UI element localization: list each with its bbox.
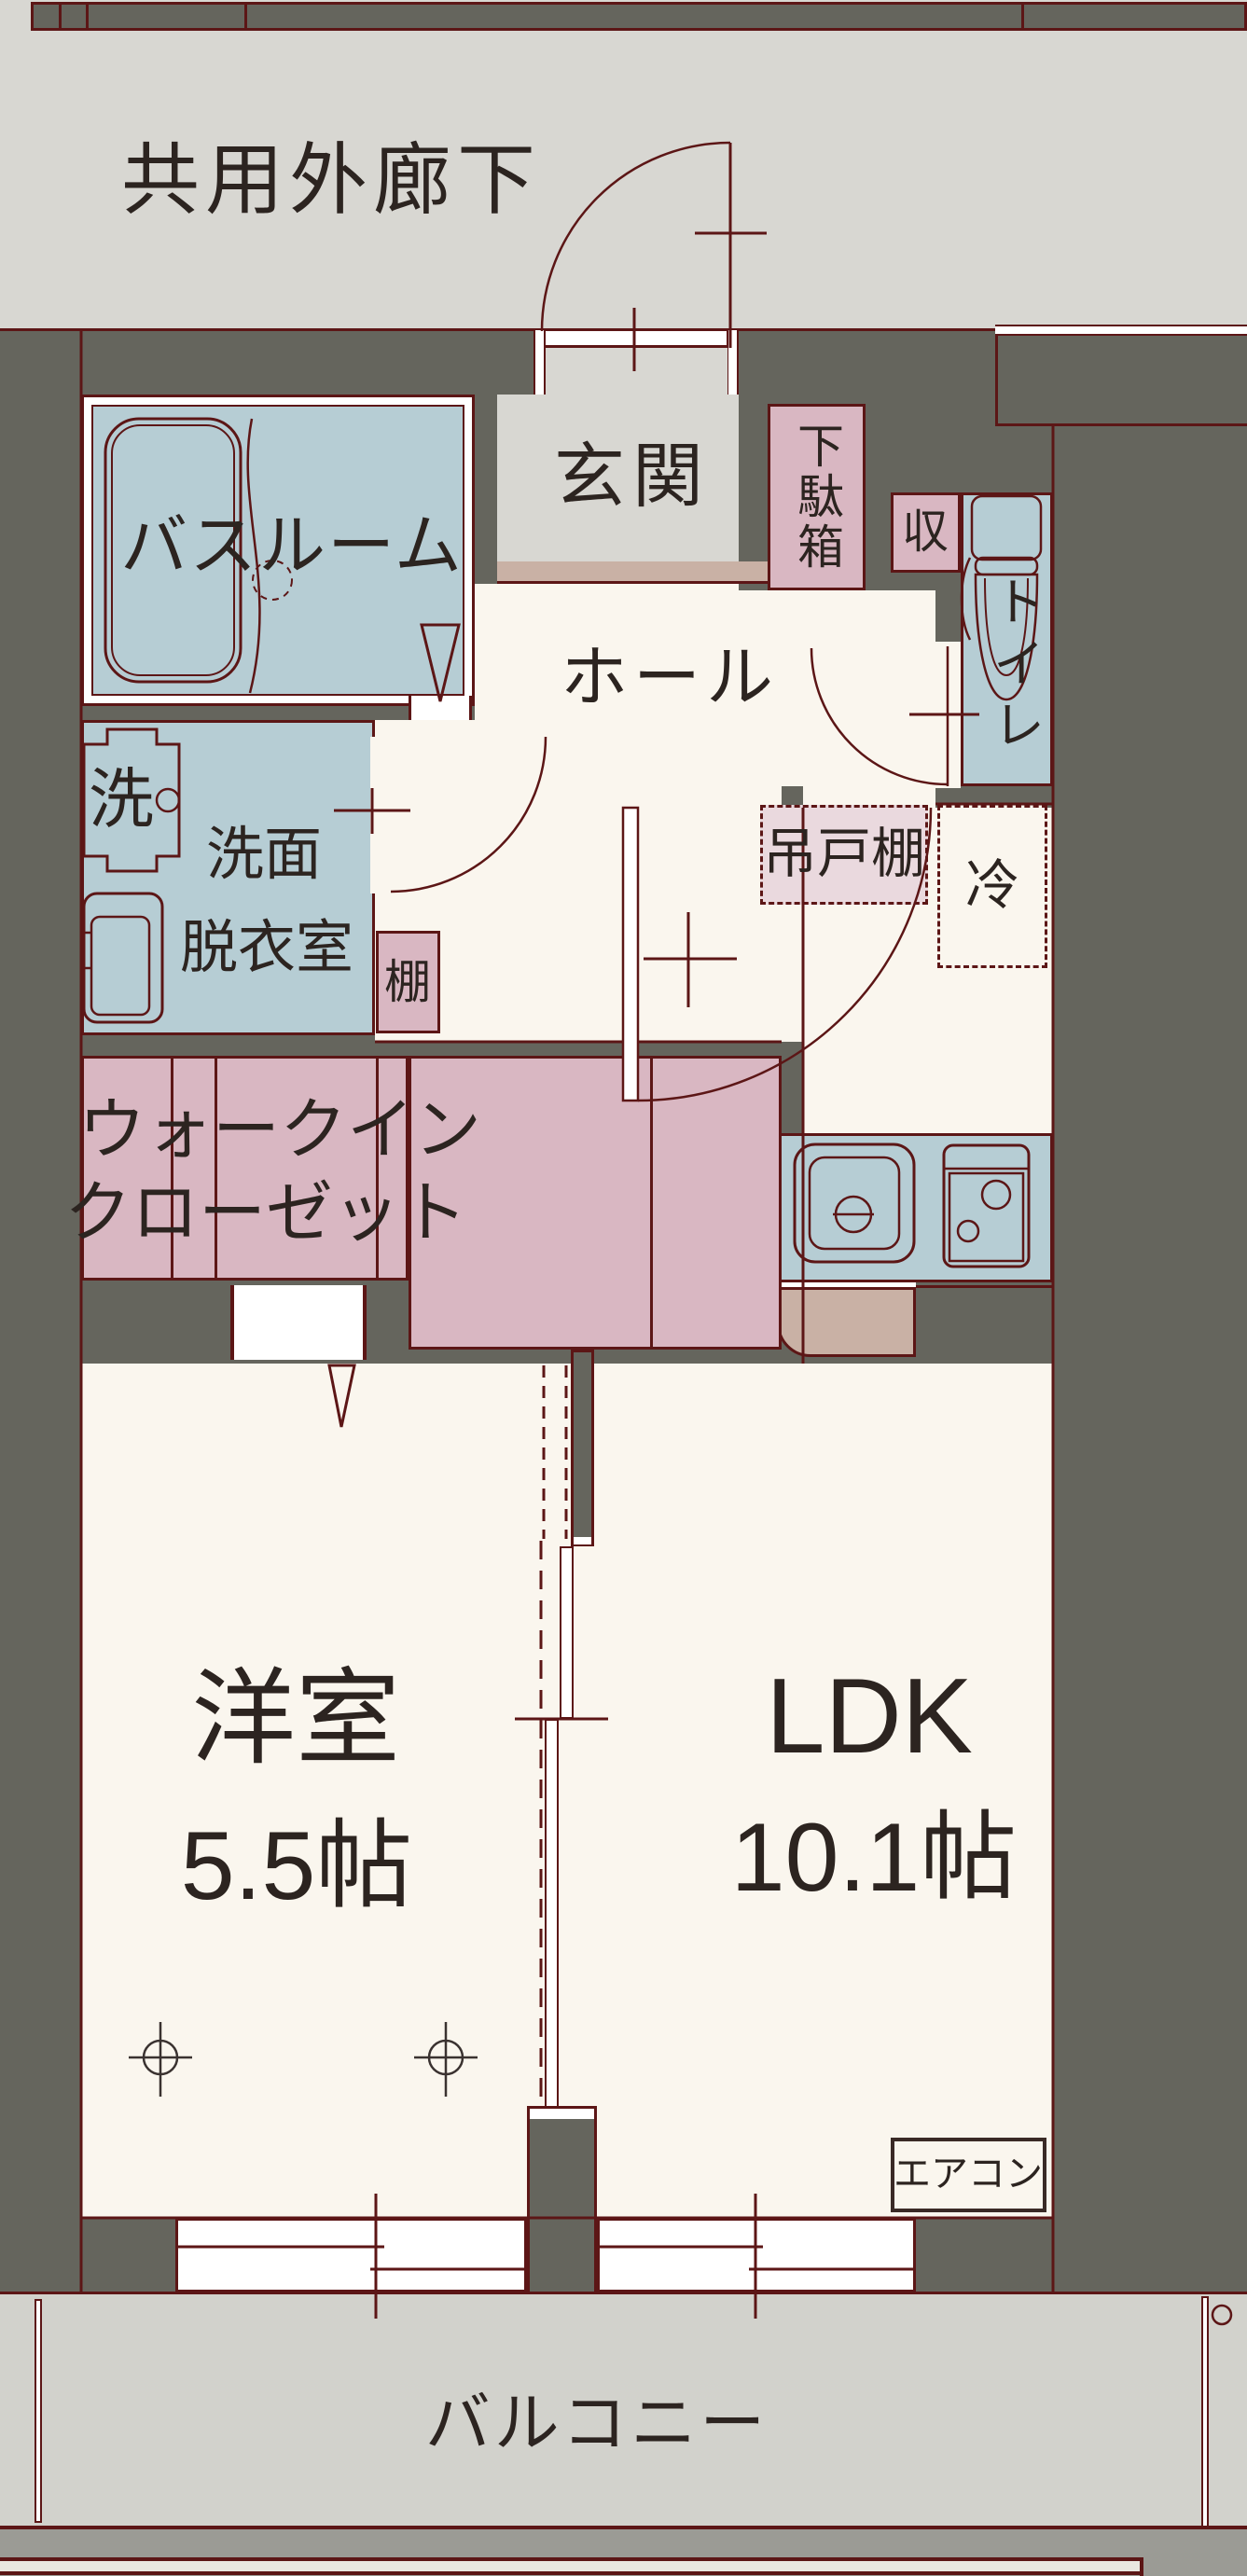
wic-divider [215,1059,217,1278]
toilet-door-opening [935,642,961,788]
corridor-label: 共用外廊下 [120,136,542,224]
refrigerator-label: 冷 [964,855,1020,916]
balcony-rail-step [1140,2557,1143,2576]
entrance-floor-upper [546,348,727,396]
partition-post [571,1350,594,1546]
washroom-label-1: 洗面 [205,823,323,887]
kitchen-counter [777,1133,1053,1282]
toilet-label: トイレ [986,575,1045,759]
wic-left [81,1056,409,1281]
washroom-door-opening [370,737,381,893]
balcony-label: バルコニー [424,2387,769,2459]
western-room-label: 洋室 [191,1660,400,1777]
top-wall-divider [244,2,247,31]
shelf-label: 棚 [384,956,431,1008]
storage-box [891,492,961,573]
balcony-divider-left [35,2299,42,2523]
shelf-box [376,931,440,1033]
balcony-wall-line [0,2292,1247,2294]
rooms-floor [81,1364,1053,2218]
partition-door-lower [545,1719,559,2110]
hall-floor [475,584,739,720]
storage-label: 収 [902,506,949,558]
hanging-cupboard-label: 吊戸棚 [762,824,926,884]
wic-label-2: クローゼット [63,1176,468,1251]
hall-label: ホール [560,641,780,715]
wall-stub [782,786,803,808]
wic-right [409,1056,782,1350]
western-room-size: 5.5帖 [180,1812,413,1920]
entrance-label: 玄関 [554,437,711,517]
kitchen-gap [777,1282,916,1287]
top-wall-band [31,2,1247,31]
balcony-rail-line [0,2526,1247,2529]
balcony-rail-lower [0,2561,1140,2571]
ldk-opening [739,786,782,808]
ldk-label: LDK [766,1657,973,1776]
entrance-door-frame [533,328,739,348]
wic-divider [376,1059,379,1278]
entry-step [497,561,768,584]
wic-door-opening [230,1285,367,1360]
entrance-door-jamb [533,328,546,401]
wic-divider [171,1059,173,1278]
kitchen-end-panel [777,1287,916,1357]
partition-end-stub [527,2106,597,2294]
wic-label-1: ウォークイン [77,1093,482,1168]
balcony-rail-line [0,2571,1140,2575]
washroom-label-2: 脱衣室 [179,916,354,980]
partition-door-upper [560,1546,574,1719]
washer-label: 洗 [89,763,154,836]
neighbor-wall-block [995,336,1247,426]
top-wall-divider [86,2,89,31]
balcony-floor [0,2294,1247,2526]
shoe-cabinet [768,404,866,590]
balcony-rail-line [0,2557,1140,2561]
top-wall-divider [59,2,62,31]
window-west-room [175,2218,527,2292]
partition-stub-cap [530,2109,594,2119]
refrigerator-box [937,805,1047,968]
balcony-divider-right [1201,2296,1209,2539]
wic-divider [650,1059,653,1347]
window-ldk [597,2218,916,2292]
shoe-cabinet-label: 下駄箱 [791,422,843,573]
neighbor-wall-gap [995,325,1247,336]
aircon-label: エアコン [894,2154,1043,2195]
aircon-box [891,2138,1046,2212]
entrance-door-jamb [727,328,739,401]
partition-post-cap [574,1537,591,1544]
ldk-size: 10.1帖 [730,1804,1018,1912]
ldk-opening [803,786,935,808]
wic-door-jamb [230,1285,234,1360]
entrance-floor [497,395,739,563]
bathroom-label: バスルーム [120,509,464,584]
wic-door-jamb [363,1285,367,1360]
bathroom-door-gap [409,696,472,720]
kitchen-wall-line [916,1285,1053,1288]
top-wall-divider [1021,2,1024,31]
